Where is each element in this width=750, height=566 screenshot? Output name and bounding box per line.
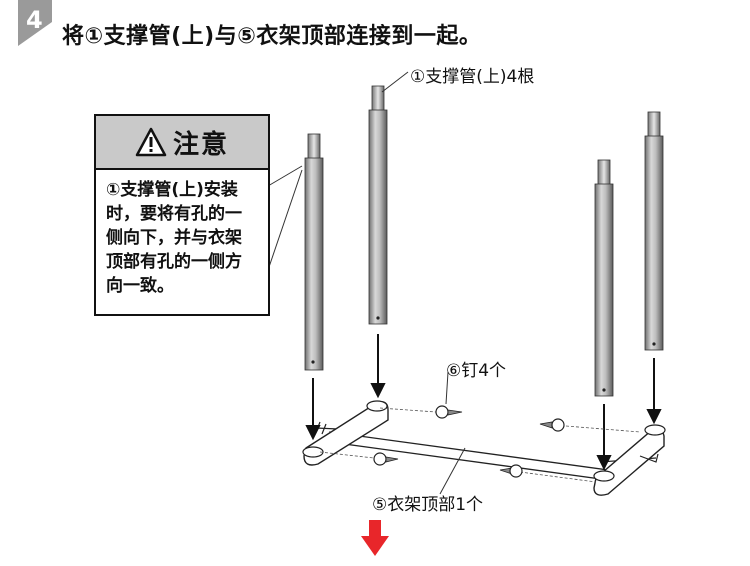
step-number: 4 <box>26 6 43 34</box>
leader-line <box>439 447 466 495</box>
upper-tube-2 <box>368 85 388 325</box>
step-badge: 4 <box>18 0 52 46</box>
screw <box>319 451 399 466</box>
screw <box>379 405 463 419</box>
caution-text: ①支撑管(上)安装时，要将有孔的一侧向下，并与衣架顶部有孔的一侧方向一致。 <box>106 180 242 296</box>
warning-triangle-icon <box>135 127 167 157</box>
hanger-top-frame <box>302 400 666 496</box>
label-screws: ⑥钉4个 <box>446 361 507 381</box>
screw <box>499 464 597 483</box>
screw <box>539 418 641 433</box>
label-upper-tube: ①支撑管(上)4根 <box>410 67 535 87</box>
insert-arrow <box>596 404 612 471</box>
label-hanger-top: ⑤衣架顶部1个 <box>372 495 484 515</box>
insert-arrow <box>305 378 321 441</box>
caution-box: 注意 ①支撑管(上)安装时，要将有孔的一侧向下，并与衣架顶部有孔的一侧方向一致。 <box>94 114 270 316</box>
leader-line <box>267 165 303 187</box>
upper-tube-1 <box>304 133 324 371</box>
down-arrow-icon <box>361 520 389 556</box>
leader-line <box>445 371 449 405</box>
insert-arrow <box>370 334 386 399</box>
step-heading: 将①支撑管(上)与⑤衣架顶部连接到一起。 <box>62 24 482 49</box>
upper-tube-4 <box>644 111 664 351</box>
caution-title: 注意 <box>172 129 229 160</box>
caution-header: 注意 <box>96 116 268 170</box>
leader-line <box>267 169 303 271</box>
upper-tube-3 <box>594 159 614 397</box>
leader-line <box>381 71 409 93</box>
insert-arrow <box>646 358 662 425</box>
step-badge-shape <box>18 0 52 46</box>
